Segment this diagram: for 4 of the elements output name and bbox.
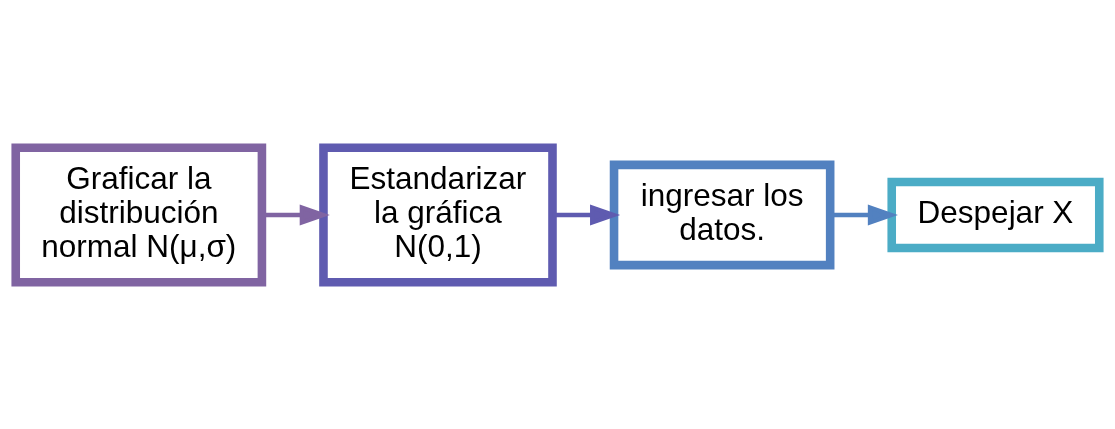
node-box: ingresar los datos. (609, 160, 835, 269)
node-box: Despejar X (887, 177, 1104, 252)
node-box: Graficar la distribución normal N(μ,σ) (11, 142, 267, 287)
node-box: Estandarizar la gráfica N(0,1) (319, 142, 557, 287)
